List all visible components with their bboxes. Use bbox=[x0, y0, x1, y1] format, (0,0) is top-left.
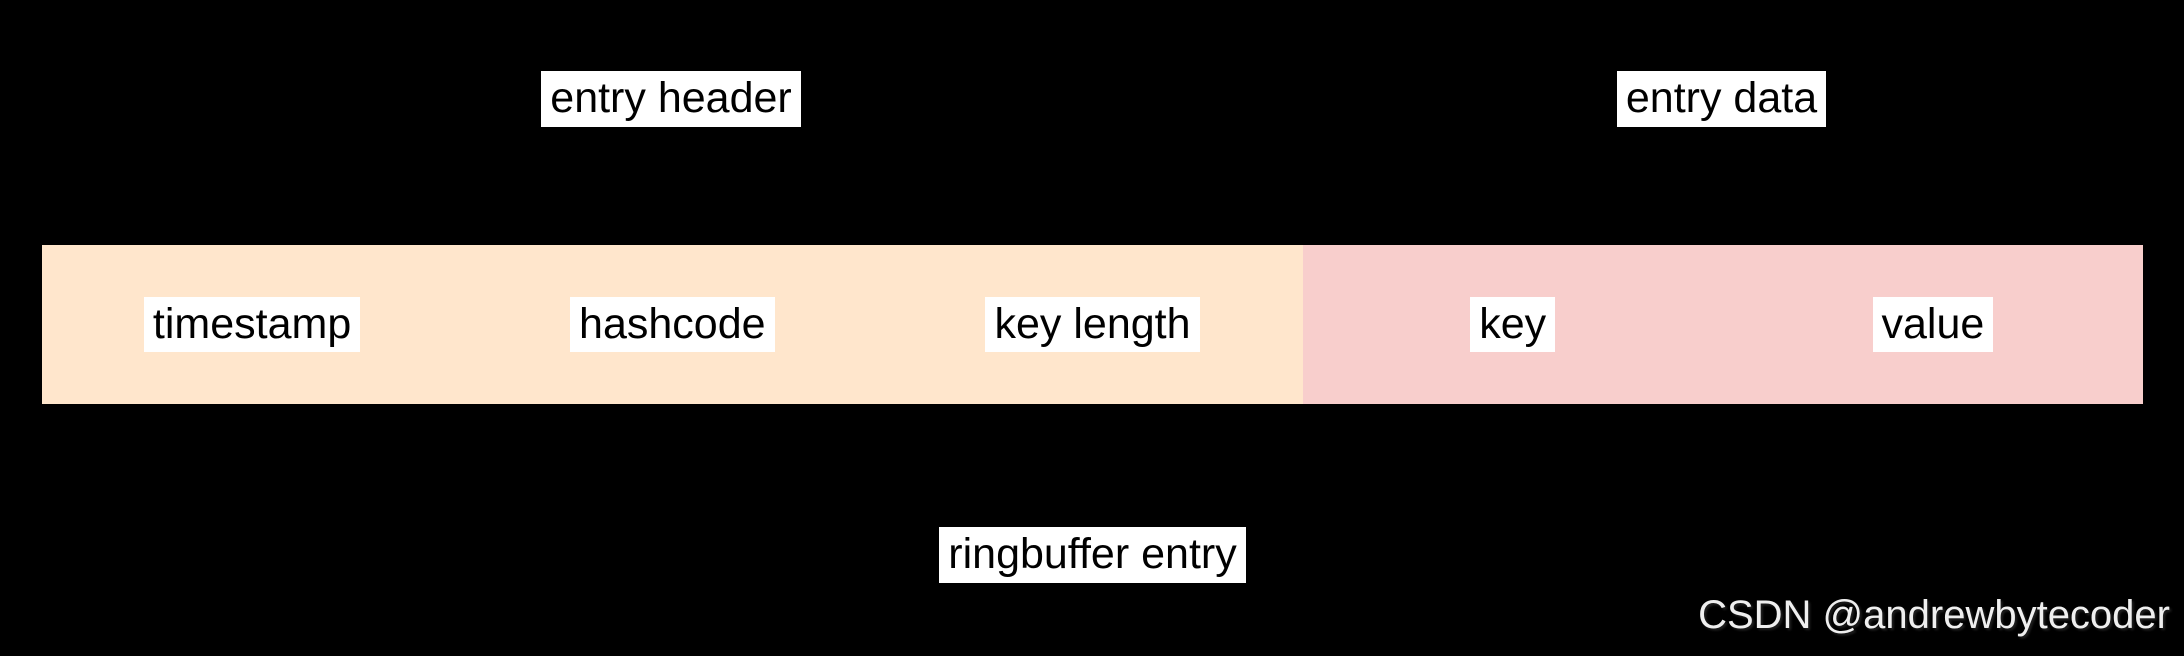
key-length-field-label: key length bbox=[985, 296, 1200, 353]
entry-header-label: entry header bbox=[541, 71, 801, 127]
field-cell-key-length: key length bbox=[882, 245, 1303, 404]
key-field-label: key bbox=[1470, 296, 1556, 353]
field-cell-timestamp: timestamp bbox=[42, 245, 463, 404]
caption-zone: ringbuffer entry bbox=[42, 527, 2143, 583]
field-cell-value: value bbox=[1722, 245, 2144, 404]
entry-data-label-zone: entry data bbox=[1300, 71, 2143, 127]
value-field-label: value bbox=[1872, 296, 1994, 353]
hashcode-field-label: hashcode bbox=[570, 296, 775, 353]
timestamp-field-label: timestamp bbox=[143, 296, 361, 353]
field-cell-hashcode: hashcode bbox=[462, 245, 883, 404]
csdn-watermark: CSDN @andrewbytecoder bbox=[1698, 593, 2170, 637]
entry-header-label-zone: entry header bbox=[42, 71, 1300, 127]
ringbuffer-entry-bar: timestamp hashcode key length key value bbox=[42, 245, 2144, 404]
field-cell-key: key bbox=[1302, 245, 1723, 404]
ringbuffer-entry-caption: ringbuffer entry bbox=[939, 527, 1246, 583]
entry-data-label: entry data bbox=[1616, 71, 1827, 127]
